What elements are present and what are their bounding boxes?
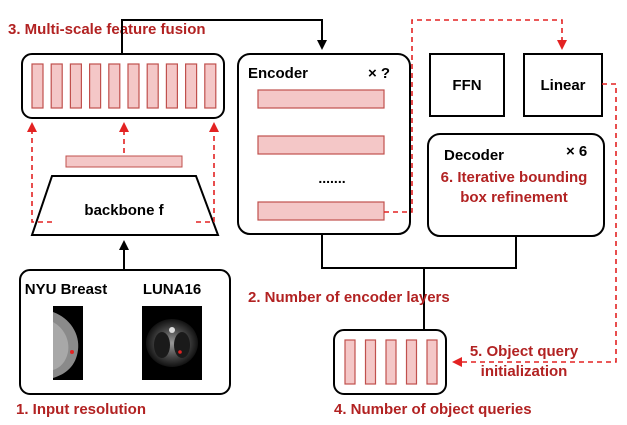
object-query-block <box>385 339 397 385</box>
multiscale-fusion-label: 3. Multi-scale feature fusion <box>8 21 206 38</box>
nyu-label: NYU Breast <box>25 281 108 298</box>
encoder-decoder-connector <box>321 234 517 269</box>
decoder-label: Decoder <box>444 147 504 164</box>
ffn-label: FFN <box>452 77 481 94</box>
linear-label: Linear <box>540 77 585 94</box>
feature-map-bar <box>65 155 183 168</box>
ct-scan-image-icon <box>142 306 202 380</box>
object-query-block <box>405 339 418 385</box>
object-query-block <box>364 339 377 385</box>
fusion-feature-blocks <box>31 63 217 109</box>
query-init-label-line2: initialization <box>481 363 568 380</box>
mammogram-image-icon <box>53 306 83 380</box>
fusion-block <box>50 63 63 109</box>
fusion-block <box>127 63 140 109</box>
object-query-block <box>344 339 356 385</box>
fusion-block <box>185 63 198 109</box>
backbone-block <box>30 175 220 236</box>
fusion-block <box>108 63 121 109</box>
object-query-block <box>426 339 438 385</box>
decoder-multiplier: × 6 <box>566 143 587 160</box>
encoder-multiplier: × ? <box>368 65 390 82</box>
fusion-to-encoder-arrow <box>121 19 327 54</box>
encoder-layer-2 <box>257 135 385 155</box>
backbone-label: backbone f <box>84 202 164 219</box>
encoder-to-linear-arrow <box>384 19 567 213</box>
fusion-block <box>146 63 159 109</box>
fusion-block <box>88 63 102 109</box>
query-init-label-line1: 5. Object query <box>470 343 579 360</box>
luna-label: LUNA16 <box>143 281 201 298</box>
encoder-layer-last <box>257 201 385 221</box>
refinement-label-line1: 6. Iterative bounding <box>441 169 588 186</box>
fusion-block <box>204 63 217 109</box>
ffn-box <box>429 53 505 117</box>
linear-to-queries-arrow <box>452 83 617 367</box>
input-resolution-label: 1. Input resolution <box>16 401 146 418</box>
encoder-ellipsis: ....... <box>318 170 345 186</box>
backbone-to-fusion-right-arrow <box>196 122 219 223</box>
num-queries-label: 4. Number of object queries <box>334 401 532 418</box>
fusion-block <box>69 63 83 109</box>
encoder-layer-1 <box>257 89 385 109</box>
fusion-block <box>165 63 178 109</box>
encoder-label: Encoder <box>248 65 308 82</box>
object-query-blocks <box>344 339 438 385</box>
encoder-layers-label: 2. Number of encoder layers <box>248 289 450 306</box>
linear-box <box>523 53 603 117</box>
fusion-block <box>31 63 44 109</box>
refinement-label-line2: box refinement <box>460 189 568 206</box>
backbone-to-fusion-left-arrow <box>27 122 52 223</box>
